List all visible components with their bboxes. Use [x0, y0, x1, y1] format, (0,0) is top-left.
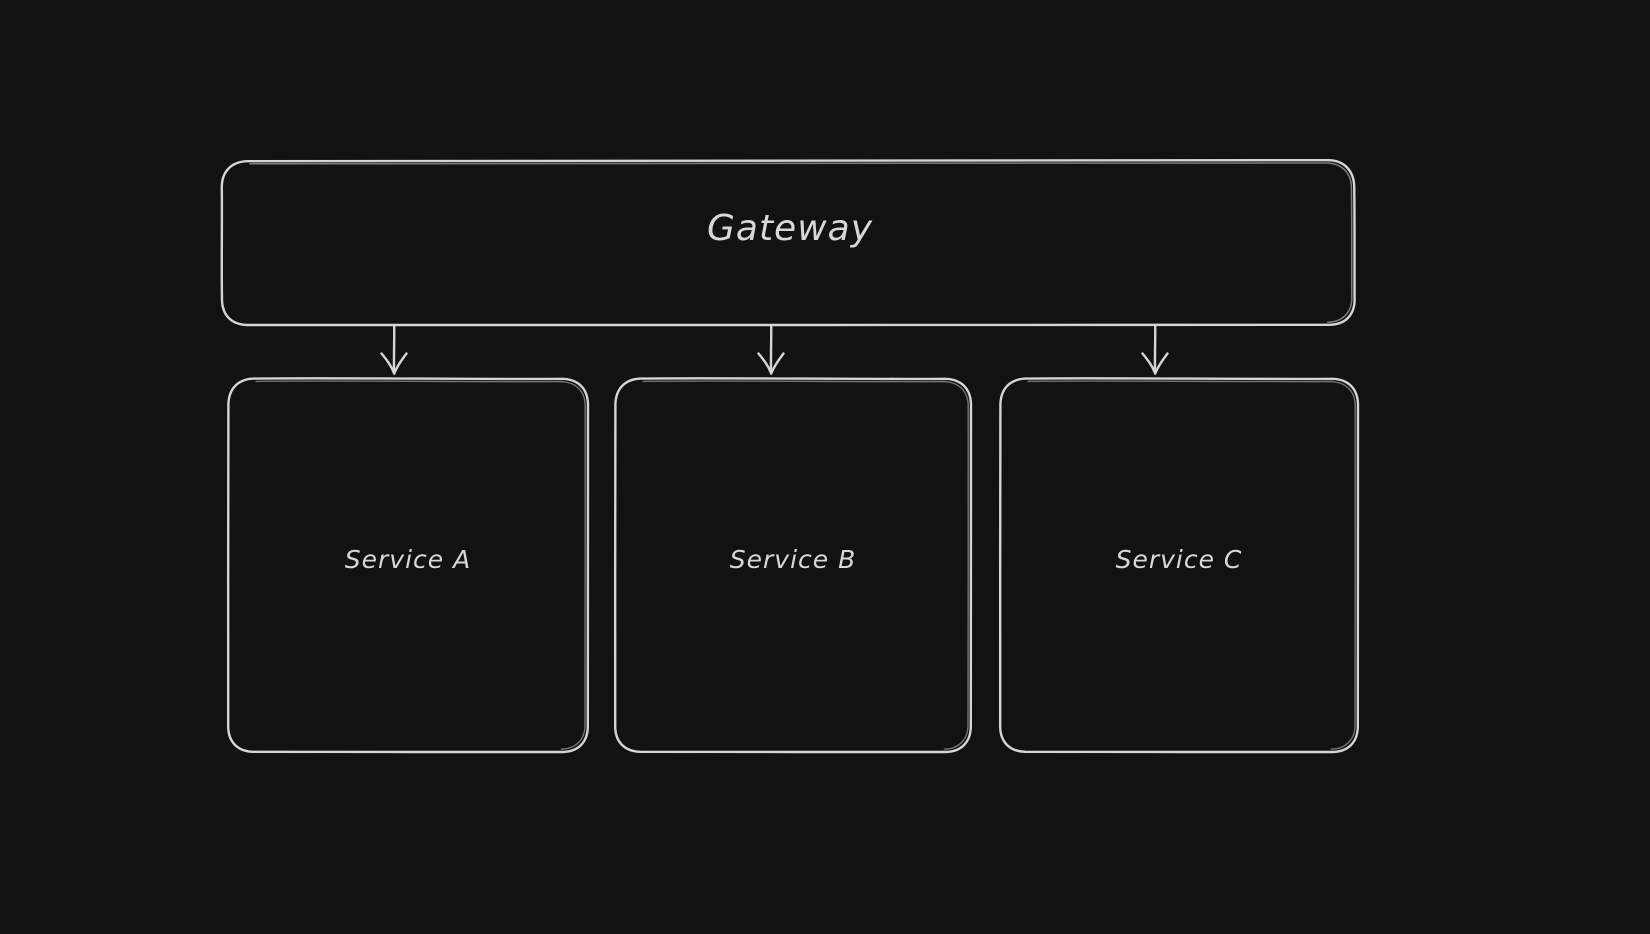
arrowhead-left-b: [757, 352, 773, 375]
gateway-label: Gateway: [707, 208, 873, 249]
service-b-box-outline: [613, 377, 973, 754]
edge-gateway-service-a[interactable]: [380, 323, 408, 375]
node-service-b[interactable]: Service B: [613, 377, 973, 754]
service-c-box-outline-second-pass: [1027, 380, 1357, 750]
arrowhead-right-a: [393, 352, 408, 375]
service-a-box-fill: [228, 378, 588, 752]
arrowhead-left-c: [1141, 352, 1157, 375]
service-a-label: Service A: [345, 545, 471, 574]
service-c-box-fill: [1000, 378, 1358, 752]
node-service-c[interactable]: Service C: [998, 377, 1360, 754]
node-gateway[interactable]: Gateway: [220, 159, 1356, 327]
gateway-box-fill: [222, 160, 1355, 325]
arrowhead-left-a: [380, 352, 396, 375]
service-c-box-outline: [998, 377, 1360, 754]
edge-gateway-service-c[interactable]: [1141, 323, 1169, 375]
gateway-box-outline-second-pass: [249, 162, 1353, 323]
service-b-box-outline-second-pass: [642, 380, 970, 750]
edge-gateway-service-b[interactable]: [757, 323, 785, 375]
arrowhead-right-c: [1154, 352, 1169, 375]
gateway-box-outline: [220, 159, 1356, 327]
node-service-a[interactable]: Service A: [226, 377, 590, 754]
service-a-box-outline-second-pass: [255, 380, 587, 750]
arrowhead-right-b: [770, 352, 785, 375]
service-b-label: Service B: [730, 545, 857, 574]
service-b-box-fill: [615, 378, 971, 752]
service-a-box-outline: [226, 377, 590, 754]
service-c-label: Service C: [1116, 545, 1243, 574]
